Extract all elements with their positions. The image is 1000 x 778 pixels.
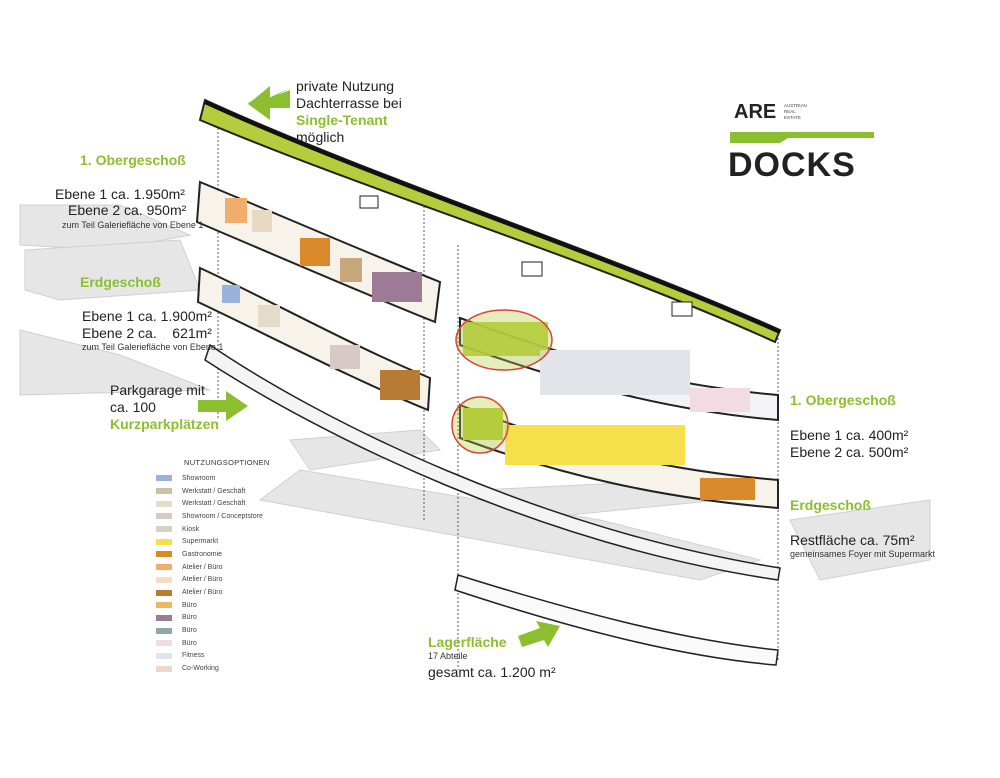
garage-highlight: Kurzparkplätzen [110,416,219,432]
legend-item: Kiosk [156,523,263,536]
logo-green-bar [730,132,874,143]
garage-line1: Parkgarage mit [110,382,205,398]
arrows [198,86,560,647]
legend-label: Büro [182,614,197,622]
legend-swatch [156,475,172,482]
legend-item: Büro [156,599,263,612]
legend-swatch [156,576,172,583]
legend-swatch [156,488,172,495]
legend-swatch [156,665,172,672]
roof-note-line2: Dachterrasse bei [296,95,402,111]
logo-sub-1: AUSTRIAN [784,103,807,108]
logo-brand: ARE [734,101,776,123]
legend-swatch [156,652,172,659]
legend-item: Fitness [156,650,263,663]
legend-label: Büro [182,627,197,635]
left-eg-ebene1: Ebene 1 ca. 1.900m² [82,308,212,324]
site-background [19,204,931,581]
legend-label: Atelier / Büro [182,589,223,597]
legend-label: Supermarkt [182,538,219,546]
right-eg-note: gemeinsames Foyer mit Supermarkt [790,549,936,559]
legend-item: Showroom / Conceptstore [156,510,263,523]
legend-label: Fitness [182,652,205,660]
parking-garage-level [204,343,781,581]
left-eg-ebene2: Ebene 2 ca. 621m² [82,325,212,341]
left-og-title: 1. Obergeschoß [80,152,186,168]
highlight-circle-upper [455,309,553,371]
legend-item: Gastronomie [156,548,263,561]
arrow-garage [198,391,248,421]
legend-item: Atelier / Büro [156,574,263,587]
storage-title: Lagerfläche [428,634,507,650]
left-ground-floor [196,266,432,412]
legend-swatch [156,551,172,558]
legend-item: Atelier / Büro [156,586,263,599]
roof-level [198,98,782,344]
logo-graphic: ARE AUSTRIAN REAL ESTATE DOCKS [728,101,874,184]
legend-swatch [156,513,172,520]
legend-swatch [156,640,172,647]
legend-label: Büro [182,639,197,647]
right-first-floor [455,309,779,422]
legend-swatch [156,526,172,533]
legend-swatch [156,614,172,621]
legend-item: Showroom [156,472,263,485]
logo-name: DOCKS [728,146,856,183]
legend-swatch [156,589,172,596]
legend-swatch [156,602,172,609]
right-eg-rest: Restfläche ca. 75m² [790,532,915,548]
roof-note-highlight: Single-Tenant [296,112,388,128]
right-og-title: 1. Obergeschoß [790,392,896,408]
roof-note-end: möglich [296,129,345,145]
left-first-floor [195,180,442,324]
legend-item: Büro [156,624,263,637]
right-og-ebene1: Ebene 1 ca. 400m² [790,427,909,443]
legend-item: Atelier / Büro [156,561,263,574]
left-og-ebene1: Ebene 1 ca. 1.950m² [55,186,185,202]
legend-label: Showroom [182,474,216,482]
legend-label: Showroom / Conceptstore [182,512,263,520]
legend-label: Gastronomie [182,550,223,558]
storage-total: gesamt ca. 1.200 m² [428,664,556,680]
legend-label: Atelier / Büro [182,576,223,584]
legend-item: Co-Working [156,662,263,675]
are-docks-logo: ARE AUSTRIAN REAL ESTATE DOCKS [728,98,878,184]
arrow-roof-head [248,86,290,120]
legend-label: Werkstatt / Geschäft [182,487,246,495]
roof-note-line1: private Nutzung [296,78,395,94]
legend-item: Werkstatt / Geschäft [156,485,263,498]
right-og-ebene2: Ebene 2 ca. 500m² [790,444,909,460]
storage-sub: 17 Abteile [428,651,468,661]
right-ground-floor [451,396,779,510]
garage-line2: ca. 100 [110,399,156,415]
legend-swatch [156,500,172,507]
storage-level [454,574,779,666]
legend-swatch [156,564,172,571]
legend-label: Büro [182,601,197,609]
legend-label: Co-Working [182,665,219,673]
highlight-circle-lower [451,396,509,454]
legend-label: Atelier / Büro [182,563,223,571]
legend-title: NUTZUNGSOPTIONEN [184,458,270,467]
legend-item: Büro [156,637,263,650]
arrow-storage [518,621,560,647]
logo-sub-2: REAL [784,109,796,114]
left-eg-title: Erdgeschoß [80,274,161,290]
legend-item: Supermarkt [156,535,263,548]
legend-item: Büro [156,612,263,625]
left-eg-note: zum Teil Galeriefläche von Ebene 1 [82,342,224,352]
legend-label: Kiosk [182,525,200,533]
logo-sub-3: ESTATE [784,115,801,120]
legend-swatch [156,538,172,545]
legend-label: Werkstatt / Geschäft [182,500,246,508]
left-og-ebene2: Ebene 2 ca. 950m² [68,202,187,218]
legend-swatch [156,627,172,634]
left-og-note: zum Teil Galeriefläche von Ebene 1 [62,220,204,230]
right-eg-title: Erdgeschoß [790,497,871,513]
legend-item: Werkstatt / Geschäft [156,497,263,510]
